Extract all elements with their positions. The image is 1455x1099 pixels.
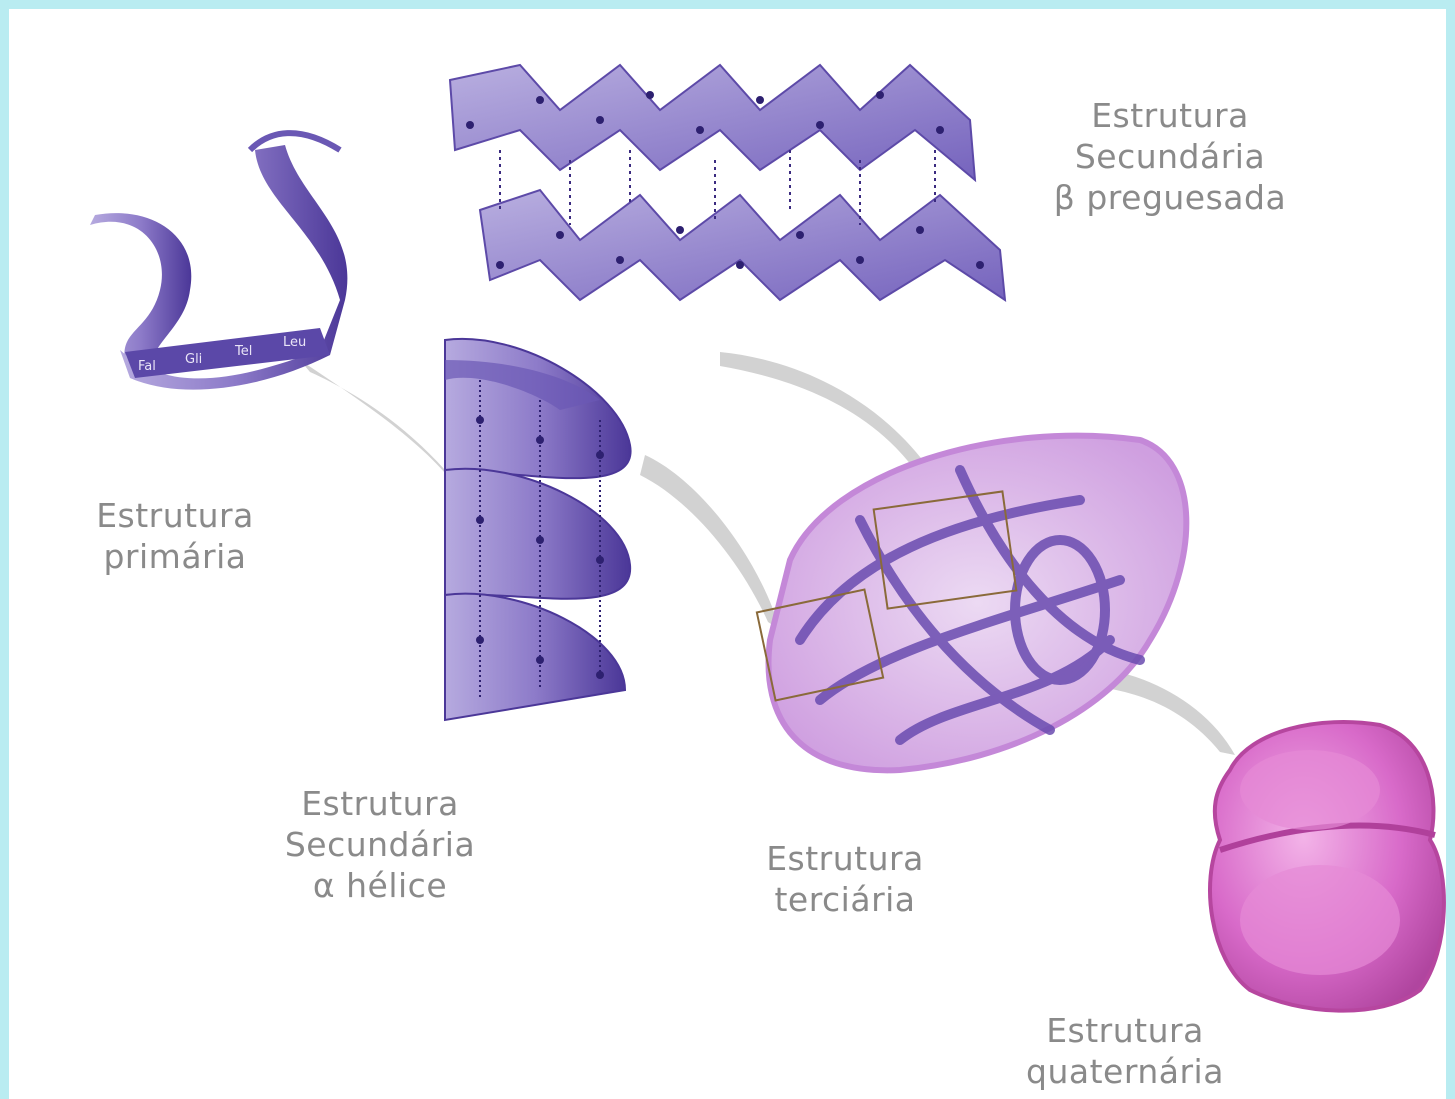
label-line: Estrutura	[990, 1010, 1260, 1051]
label-line: Estrutura	[1030, 95, 1310, 136]
primary-structure-ribbon	[90, 133, 347, 390]
label-line: Secundária	[250, 824, 510, 865]
label-secondary-helix: Estrutura Secundária α hélice	[250, 783, 510, 906]
tertiary-structure	[757, 436, 1186, 771]
label-tertiary: Estrutura terciária	[720, 838, 970, 920]
label-line: primária	[60, 536, 290, 577]
label-secondary-sheet: Estrutura Secundária β preguesada	[1030, 95, 1310, 218]
label-line: Estrutura	[250, 783, 510, 824]
alpha-helix	[445, 339, 631, 720]
label-line: terciária	[720, 879, 970, 920]
label-line: α hélice	[250, 865, 510, 906]
label-line: β preguesada	[1030, 177, 1310, 218]
residue-label: Leu	[283, 335, 306, 350]
label-line: Estrutura	[60, 495, 290, 536]
residue-label: Tel	[234, 344, 252, 359]
beta-sheet	[450, 65, 1005, 300]
label-primary: Estrutura primária	[60, 495, 290, 577]
quaternary-structure	[1210, 722, 1444, 1011]
label-line: Estrutura	[720, 838, 970, 879]
label-line: Secundária	[1030, 136, 1310, 177]
residue-label: Fal	[138, 359, 156, 374]
label-quaternary: Estrutura quaternária	[990, 1010, 1260, 1092]
label-line: quaternária	[990, 1051, 1260, 1092]
residue-label: Gli	[185, 352, 202, 367]
